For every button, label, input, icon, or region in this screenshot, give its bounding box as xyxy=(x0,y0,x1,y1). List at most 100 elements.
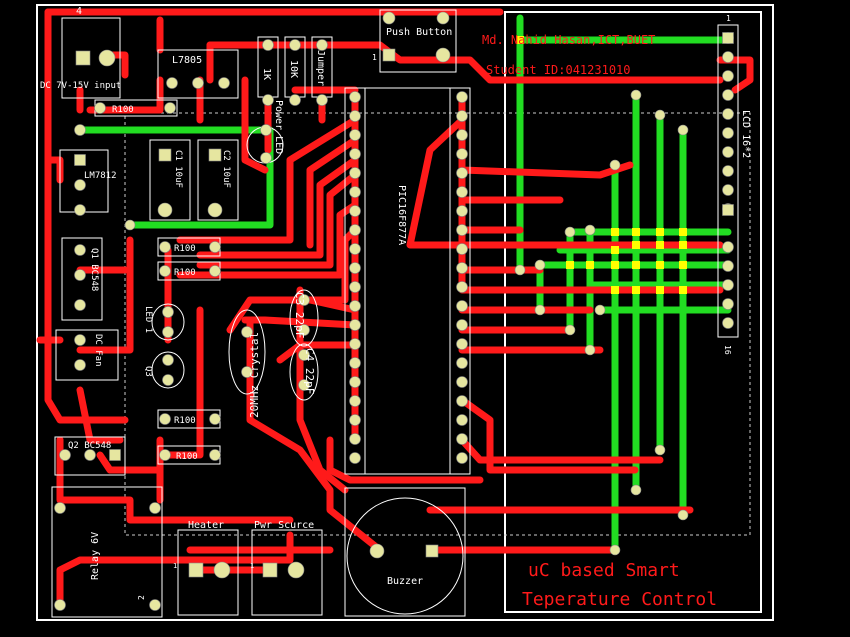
pad xyxy=(213,561,231,579)
pad xyxy=(349,110,361,122)
pin-4-label: 4 xyxy=(76,6,82,17)
pad xyxy=(287,561,305,579)
pad-square xyxy=(74,154,86,166)
q1-label: Q1 BC548 xyxy=(89,248,99,291)
pad xyxy=(209,241,221,253)
pad-square xyxy=(109,449,121,461)
pad xyxy=(456,338,468,350)
pad xyxy=(435,47,451,63)
heater-pin-1-label: 1 xyxy=(173,562,177,570)
pad xyxy=(456,452,468,464)
pad xyxy=(456,110,468,122)
pad xyxy=(54,599,66,611)
pad xyxy=(262,94,274,106)
c1-outline xyxy=(149,139,191,221)
pad xyxy=(456,357,468,369)
pad-square xyxy=(158,148,172,162)
pad xyxy=(722,127,734,139)
pad-square xyxy=(425,544,439,558)
pads xyxy=(54,11,734,611)
pad xyxy=(564,324,576,336)
pad xyxy=(722,260,734,272)
relay-label: Relay 6V xyxy=(90,532,101,580)
pad xyxy=(722,279,734,291)
pad xyxy=(677,124,689,136)
dc-fan-outline xyxy=(55,329,119,381)
designer-id: Student ID:041231010 xyxy=(486,63,631,77)
pad xyxy=(209,265,221,277)
pad xyxy=(436,11,450,25)
pad xyxy=(534,304,546,316)
pad xyxy=(349,433,361,445)
pad xyxy=(456,376,468,388)
pad xyxy=(54,502,66,514)
pad xyxy=(74,179,86,191)
pad-square xyxy=(262,562,278,578)
silkscreen xyxy=(51,9,739,618)
pad xyxy=(159,413,171,425)
pad xyxy=(298,349,310,361)
pad xyxy=(630,484,642,496)
c3-outline xyxy=(289,289,319,347)
pad xyxy=(262,39,274,51)
pad xyxy=(209,413,221,425)
pad xyxy=(369,543,385,559)
c4-outline xyxy=(289,343,319,401)
heater-outline xyxy=(177,529,239,616)
pad-square xyxy=(188,562,204,578)
pad xyxy=(218,77,230,89)
pad xyxy=(722,298,734,310)
pad xyxy=(349,357,361,369)
pad xyxy=(349,281,361,293)
pad xyxy=(159,449,171,461)
project-title-line1: uC based Smart xyxy=(528,560,680,581)
pad xyxy=(260,152,272,164)
pad xyxy=(162,306,174,318)
pad xyxy=(456,433,468,445)
pad xyxy=(534,259,546,271)
pad xyxy=(349,148,361,160)
pad xyxy=(456,281,468,293)
heater-label: Heater xyxy=(188,520,224,531)
pad-square xyxy=(722,204,734,216)
pad xyxy=(609,159,621,171)
pad xyxy=(722,165,734,177)
board-outline xyxy=(36,4,774,621)
via-overlaps xyxy=(516,36,687,294)
q3-outline xyxy=(151,351,185,389)
led1-label: LED 1 xyxy=(143,306,153,333)
q2-outline xyxy=(54,436,126,476)
pad xyxy=(456,91,468,103)
lcd-label: LCD 16*2 xyxy=(740,110,751,158)
led1-outline xyxy=(151,303,185,341)
pad xyxy=(349,167,361,179)
pad xyxy=(74,334,86,346)
keepout-outline xyxy=(124,112,751,536)
crystal-outline xyxy=(228,309,266,395)
jumper-label: Jumper xyxy=(315,50,326,86)
q1-outline xyxy=(61,237,103,321)
buzzer-label: Buzzer xyxy=(387,576,423,587)
buzzer-box xyxy=(344,487,466,617)
pad xyxy=(456,319,468,331)
pad xyxy=(192,77,204,89)
crystal-label: 20MHz Crystal xyxy=(248,332,261,418)
pad xyxy=(209,449,221,461)
pad xyxy=(316,94,328,106)
dc-fan-label: DC Fan xyxy=(93,334,103,367)
pad xyxy=(722,241,734,253)
pad xyxy=(149,599,161,611)
r100b-label: R100 xyxy=(174,268,196,278)
pad xyxy=(260,124,272,136)
pad xyxy=(164,102,176,114)
pad xyxy=(207,202,223,218)
dc-input-label: DC 7V-15V input xyxy=(40,81,121,91)
buzzer-outline xyxy=(346,497,464,615)
pad xyxy=(594,304,606,316)
pad xyxy=(94,102,106,114)
pad xyxy=(349,262,361,274)
pwr-source-outline xyxy=(251,529,323,616)
pad xyxy=(349,129,361,141)
pad xyxy=(456,148,468,160)
pad xyxy=(289,94,301,106)
